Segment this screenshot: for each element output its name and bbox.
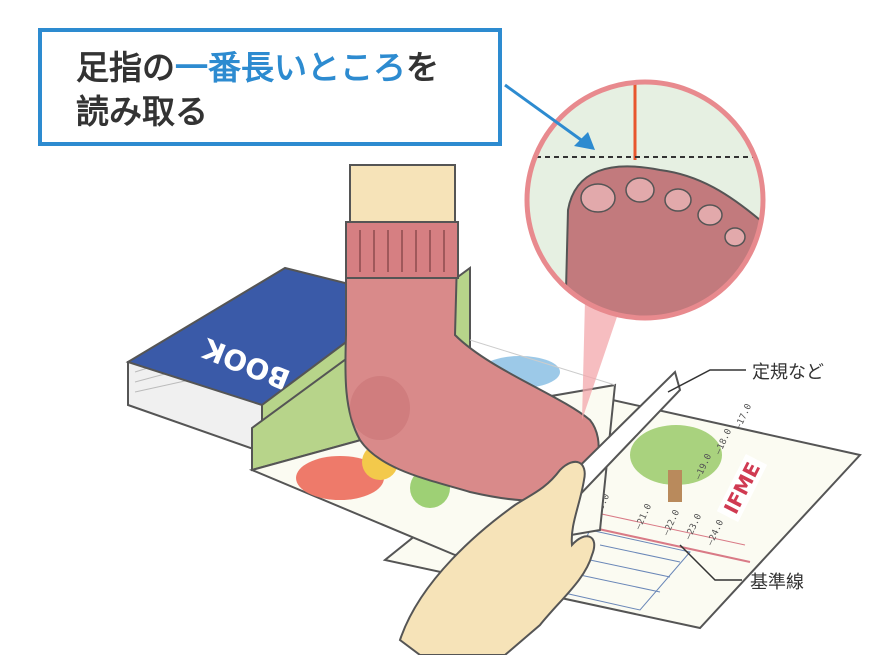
sheet-tree-illustration <box>630 425 722 502</box>
baseline-label: 基準線 <box>750 572 804 593</box>
sheet-tick: –17.0 <box>734 402 755 431</box>
hand <box>398 460 596 655</box>
socked-foot <box>344 164 600 502</box>
callout-text-suffix: を <box>406 48 439 87</box>
magnifier-ring <box>524 79 766 321</box>
leader-lines <box>667 369 746 581</box>
callout-line-1: 足指の一番長いところを <box>76 46 498 90</box>
callout-text-highlight: 一番長いところ <box>175 48 406 87</box>
callout-arrow <box>504 83 595 150</box>
callout-line-2: 読み取る <box>76 92 208 131</box>
callout-text-prefix: 足指の <box>76 48 175 87</box>
ruler-label: 定規など <box>752 362 824 383</box>
callout-box: 足指の一番長いところを 読み取る <box>38 28 502 146</box>
